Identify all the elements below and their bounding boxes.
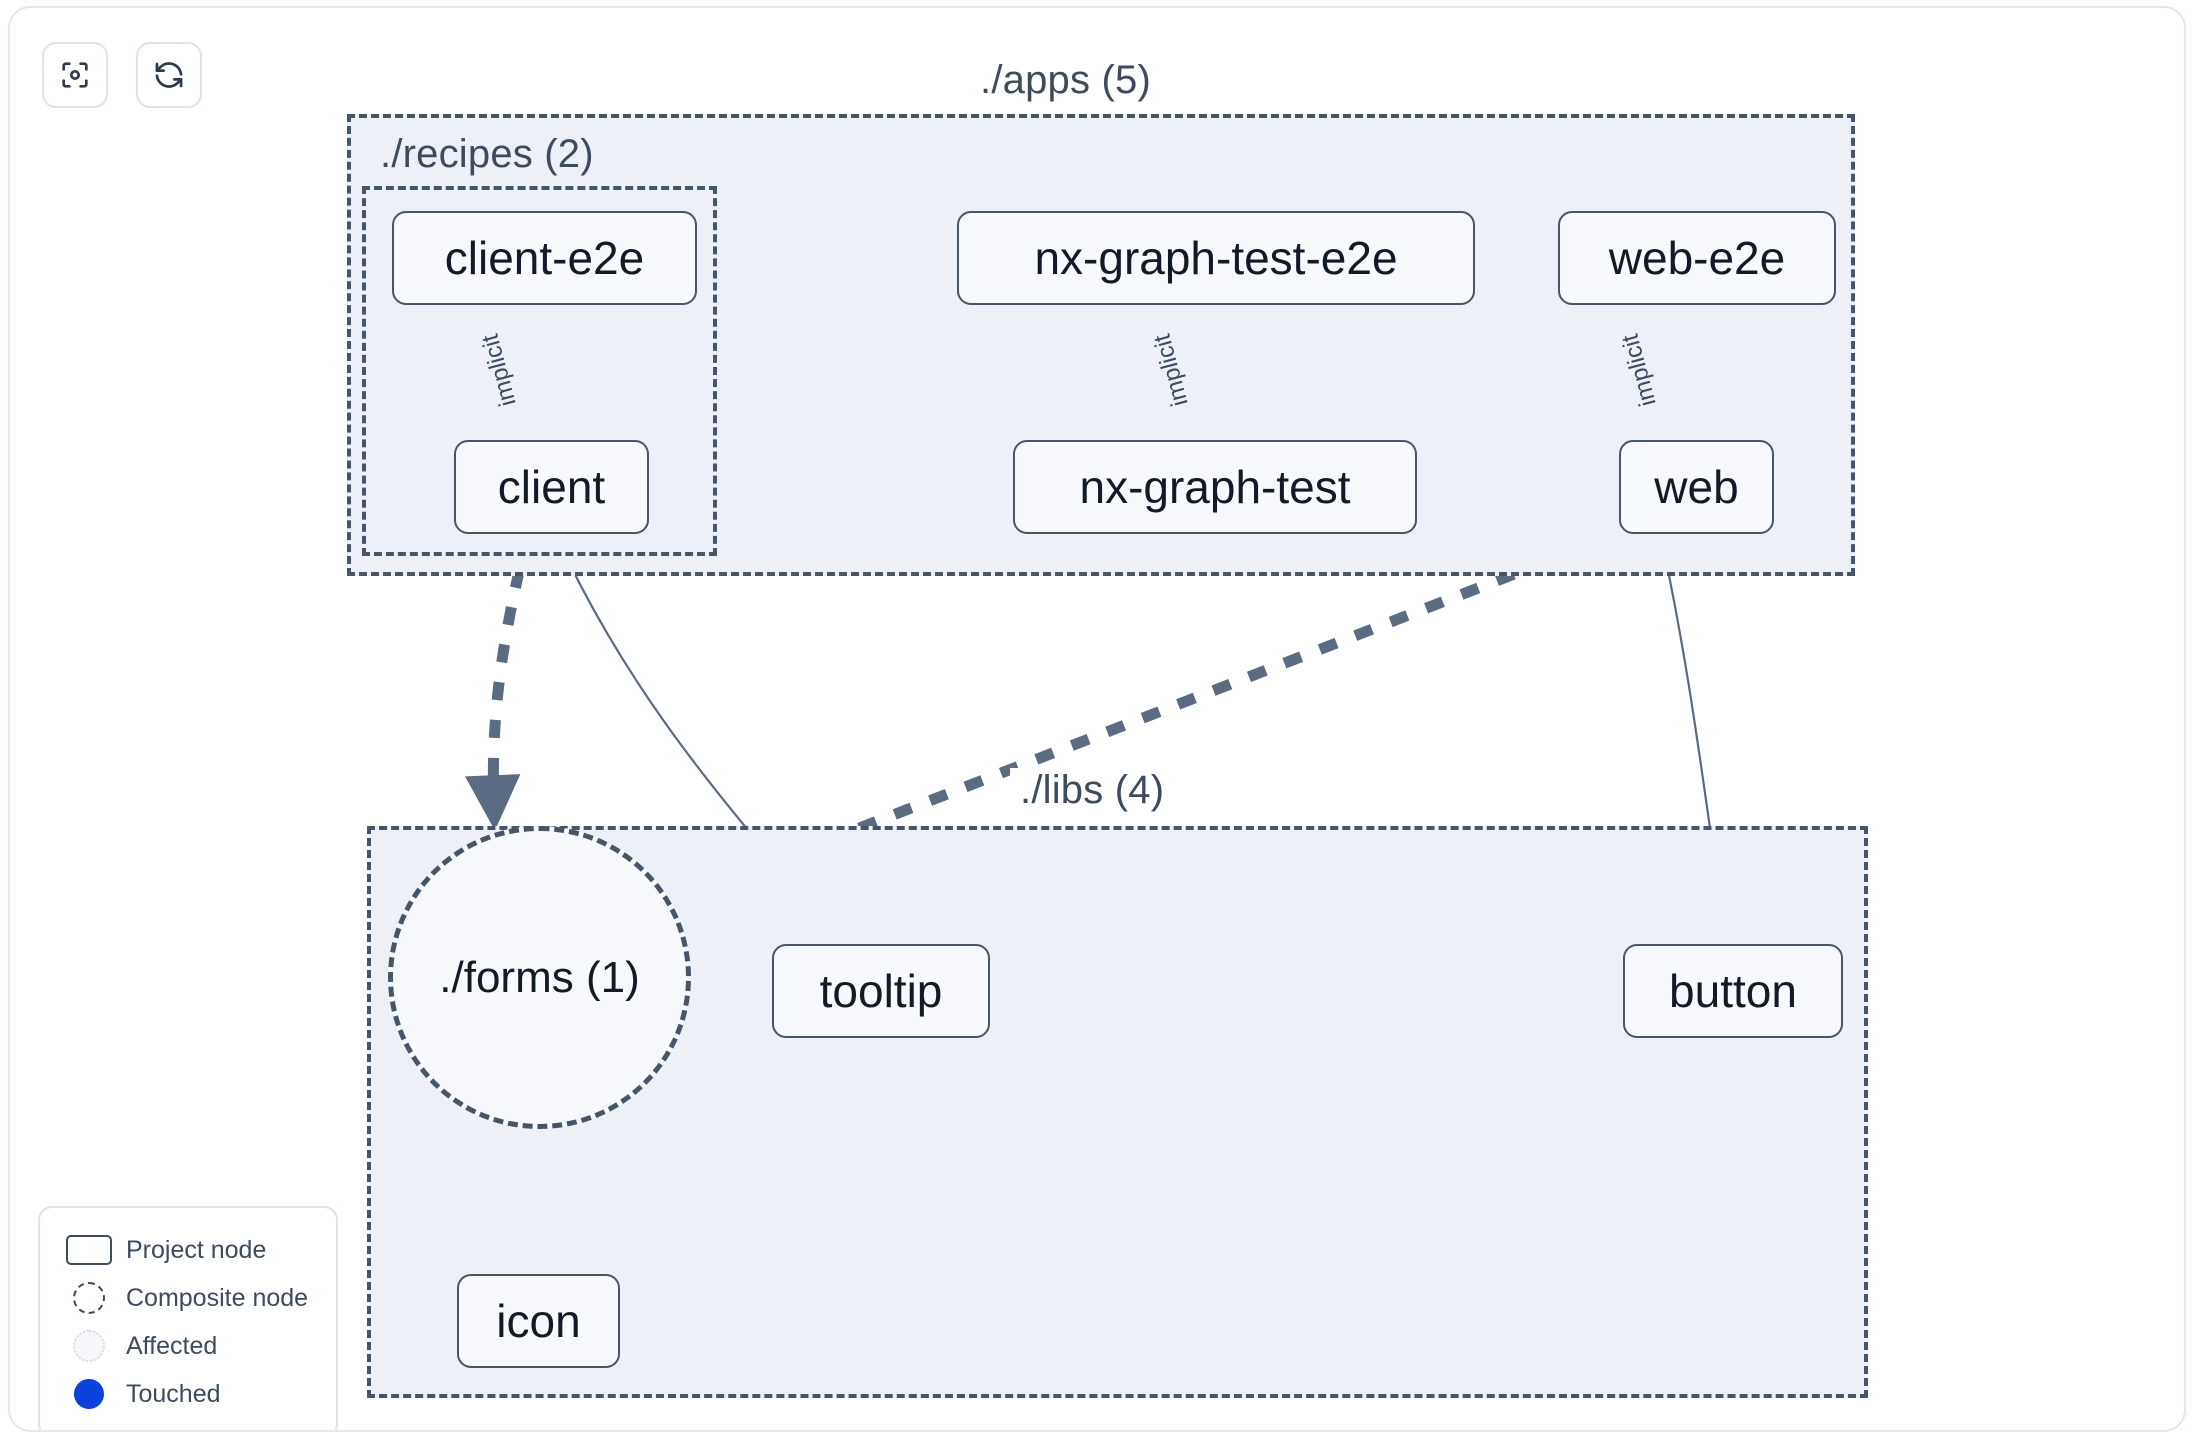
node-forms-composite[interactable]: ./forms (1) — [388, 826, 691, 1129]
node-client[interactable]: client — [454, 440, 649, 534]
node-web[interactable]: web — [1619, 440, 1774, 534]
node-tooltip[interactable]: tooltip — [772, 944, 990, 1038]
group-label-libs: ./libs (4) — [1010, 768, 1175, 813]
group-box-recipes[interactable] — [362, 186, 717, 556]
group-label-apps: ./apps (5) — [970, 58, 1161, 103]
node-nx-graph-test-e2e[interactable]: nx-graph-test-e2e — [957, 211, 1475, 305]
legend-item-touched: Touched — [62, 1370, 316, 1418]
refresh-icon — [152, 58, 186, 92]
node-nx-graph-test[interactable]: nx-graph-test — [1013, 440, 1417, 534]
edge-client-to-forms — [464, 531, 534, 831]
graph-card: ./apps (5) ./recipes (2) ./libs (4) clie… — [8, 6, 2186, 1432]
legend-label-project-node: Project node — [126, 1235, 267, 1264]
legend-item-affected: Affected — [62, 1322, 316, 1370]
graph-legend: Project node Composite node Affected Tou… — [38, 1206, 338, 1430]
node-client-e2e[interactable]: client-e2e — [392, 211, 697, 305]
focus-graph-button[interactable] — [42, 42, 108, 108]
affected-swatch — [62, 1330, 116, 1362]
group-label-recipes: ./recipes (2) — [380, 132, 594, 176]
legend-item-composite-node: Composite node — [62, 1274, 316, 1322]
composite-node-swatch — [62, 1282, 116, 1314]
refresh-graph-button[interactable] — [136, 42, 202, 108]
legend-label-touched: Touched — [126, 1379, 221, 1408]
touched-swatch — [62, 1379, 116, 1409]
legend-item-project-node: Project node — [62, 1226, 316, 1274]
graph-toolbar — [42, 42, 202, 108]
project-node-swatch — [62, 1235, 116, 1265]
node-icon[interactable]: icon — [457, 1274, 620, 1368]
focus-target-icon — [58, 58, 92, 92]
legend-label-affected: Affected — [126, 1331, 218, 1360]
legend-label-composite-node: Composite node — [126, 1283, 309, 1312]
node-button[interactable]: button — [1623, 944, 1843, 1038]
node-web-e2e[interactable]: web-e2e — [1558, 211, 1836, 305]
